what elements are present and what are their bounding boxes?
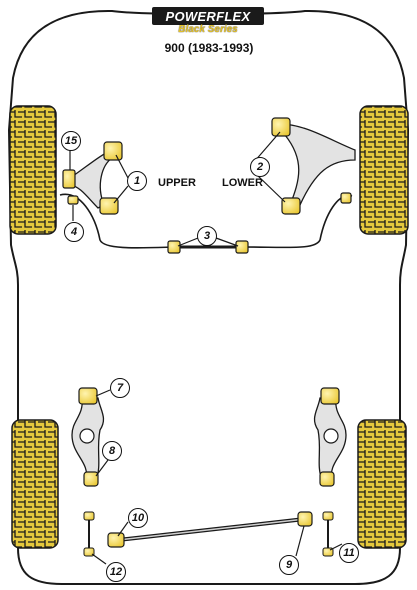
- leader-12: [91, 553, 107, 565]
- rear-track-rod-highlight: [117, 518, 306, 541]
- rear-right-arm-hole: [323, 428, 339, 444]
- bush-upper-arm-shaft: [62, 169, 76, 189]
- label-lower: LOWER: [222, 177, 263, 189]
- bush-track-rod-left: [107, 532, 125, 548]
- callout-11: 11: [339, 543, 359, 563]
- leader-10: [117, 521, 129, 537]
- rear-right-tyre: [357, 419, 407, 549]
- leader-3a: [177, 237, 199, 247]
- bush-small-4: [67, 195, 79, 205]
- leader-1a: [115, 154, 129, 179]
- callout-2: 2: [250, 157, 270, 177]
- bush-rear-right-bottom: [319, 471, 335, 487]
- callout-1: 1: [127, 171, 147, 191]
- callout-8: 8: [102, 441, 122, 461]
- callout-3: 3: [197, 226, 217, 246]
- callout-7: 7: [110, 378, 130, 398]
- callout-12: 12: [106, 562, 126, 582]
- rear-left-tyre: [11, 419, 59, 549]
- leader-9: [295, 525, 305, 557]
- leader-8: [95, 459, 109, 477]
- front-right-tyre: [359, 105, 409, 235]
- callout-10: 10: [128, 508, 148, 528]
- lower-arm: [278, 123, 356, 206]
- bush-drop-link-left-bottom: [83, 547, 95, 557]
- callout-9: 9: [279, 555, 299, 575]
- leader-11: [329, 543, 343, 551]
- leader-7: [95, 389, 111, 397]
- bush-track-rod-right: [297, 511, 313, 527]
- bush-rear-left-bottom: [83, 471, 99, 487]
- leader-2b: [255, 173, 286, 203]
- label-upper: UPPER: [158, 177, 196, 189]
- bush-lower-arm-rear: [281, 197, 301, 215]
- leader-3b: [215, 237, 239, 247]
- bush-upper-arm-rear: [99, 197, 119, 215]
- bush-lower-small: [340, 192, 352, 204]
- bush-drop-link-left-top: [83, 511, 95, 521]
- front-left-tyre: [9, 105, 57, 235]
- callout-4: 4: [64, 222, 84, 242]
- bush-rear-left-top: [78, 387, 98, 405]
- bush-drop-link-right-top: [322, 511, 334, 521]
- leader-1b: [113, 185, 129, 204]
- car-body-outline: [7, 9, 410, 585]
- rear-left-arm-hole: [79, 428, 95, 444]
- bush-lower-arm-front: [271, 117, 291, 137]
- model-title: 900 (1983-1993): [164, 41, 254, 55]
- bush-arb-right: [235, 240, 249, 254]
- callout-15: 15: [61, 131, 81, 151]
- bush-upper-arm-front: [103, 141, 123, 161]
- upper-arm: [69, 149, 113, 209]
- series-name: Black Series: [178, 24, 238, 35]
- brand-name: POWERFLEX: [152, 7, 264, 25]
- bush-arb-left: [167, 240, 181, 254]
- bush-rear-right-top: [320, 387, 340, 405]
- powerflex-logo: POWERFLEX Black Series: [152, 7, 264, 35]
